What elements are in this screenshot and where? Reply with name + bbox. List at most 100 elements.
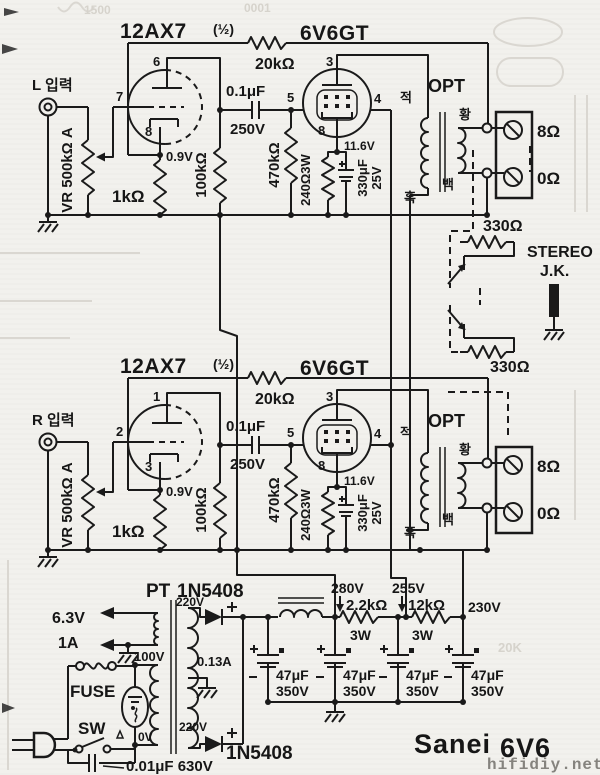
schematic-title-part2: 6V6 (500, 733, 551, 763)
input-label-right: R 입력 (32, 411, 75, 429)
resistor-2k2: 2.2kΩ (346, 597, 387, 614)
pin5-right: 5 (287, 425, 294, 440)
tube-6v6-left (296, 68, 372, 138)
opt-label-right: OPT (428, 411, 465, 431)
tube-12ax7-left (127, 69, 203, 145)
opt-white-right: 백 (442, 512, 454, 527)
pin-cath-right: 3 (145, 459, 152, 474)
volume-label-left: VR 500kΩ A (59, 127, 76, 213)
resistor-12k-watt: 3W (412, 627, 434, 643)
line-cap-label: 0.01μF 630V (126, 758, 213, 775)
junction-dots-right (45, 442, 490, 553)
pin4-right: 4 (374, 426, 382, 441)
ghost-text-2: 0001 (244, 1, 271, 15)
input-jack-left (38, 97, 58, 117)
cathode-voltage1-right: 0.9V (166, 484, 193, 499)
secondary-current: 0.13A (197, 654, 232, 669)
psu-dots (72, 614, 466, 753)
cathode-cap-voltage-left: 25V (369, 166, 384, 189)
cap4-voltage: 350V (471, 683, 504, 699)
power-supply: PT 1N5408 6.3V 1A 220V 0.13A 100V 0V FUS… (12, 580, 504, 775)
heater-current: 1A (58, 635, 79, 652)
coupling-cap-left: 0.1μF (226, 83, 265, 100)
cap3-value: 47μF (406, 667, 439, 683)
cap3-voltage: 350V (406, 683, 439, 699)
opt-red-left: 적 (400, 90, 412, 105)
ac-plug (12, 731, 57, 759)
channel-right: 12AX7 (½) 6V6GT 20kΩ R 입력 VR 500kΩ A 1 2… (32, 355, 560, 568)
power-switch (74, 744, 112, 754)
input-label-left: L 입력 (32, 76, 73, 94)
opt-label-left: OPT (428, 76, 465, 96)
psu-wires (54, 607, 464, 772)
plate-resistor-right: 100kΩ (193, 487, 210, 532)
cathode-resistor1-left: 1kΩ (112, 187, 145, 206)
pt-label: PT (146, 581, 171, 602)
jack-dashed-links (448, 146, 531, 440)
tube-6v6-right (296, 403, 372, 473)
pin5-left: 5 (287, 90, 294, 105)
junction-0ohm-right (481, 502, 493, 514)
output-transformer-left (420, 112, 467, 192)
psu-grounds (117, 652, 346, 723)
junction-8ohm-right (481, 457, 493, 469)
filter-capacitors (249, 645, 479, 678)
filter-choke (278, 597, 324, 618)
heater-voltage: 6.3V (52, 610, 85, 627)
opt-red-right: 적 (400, 425, 412, 440)
pin8-right: 8 (318, 458, 325, 473)
coupling-cap-voltage-right: 250V (230, 456, 265, 473)
coupling-cap-right: 0.1μF (226, 418, 265, 435)
nfb-resistor-left: 20kΩ (255, 56, 295, 73)
pin3-left: 3 (326, 54, 333, 69)
fuse-symbol (75, 661, 117, 671)
cathode-voltage2-right: 11.6V (344, 474, 375, 488)
plate-resistor-left: 100kΩ (193, 152, 210, 197)
nfb-resistor-right: 20kΩ (255, 391, 295, 408)
stereo-jack-label2: J.K. (540, 263, 569, 280)
cathode-voltage2-left: 11.6V (344, 139, 375, 153)
diode2-label: 1N5408 (226, 743, 293, 764)
cap2-voltage: 350V (343, 683, 376, 699)
grid-resistor-right: 470kΩ (266, 477, 283, 522)
schematic-title-part1: Sanei (414, 729, 491, 759)
ghost-text-1: 1500 (84, 3, 111, 17)
dropper-resistors (336, 596, 451, 624)
cap4-value: 47μF (471, 667, 504, 683)
cap2-value: 47μF (343, 667, 376, 683)
primary-bottom-voltage: 0V (138, 730, 153, 744)
pilot-lamp (115, 686, 149, 739)
cathode-cap-voltage-right: 25V (369, 501, 384, 524)
rectifier-diode-bottom (205, 728, 237, 752)
ground-input-left (37, 221, 59, 233)
tube1-label-right: 12AX7 (120, 355, 187, 378)
cathode-cap-left: 330μF (355, 159, 370, 197)
stereo-jack-network: 330Ω 330Ω STEREO J.K. (447, 146, 593, 440)
pin-grid-left: 7 (116, 89, 123, 104)
secondary-bottom-voltage: 220V (179, 720, 207, 734)
channel-left: 12AX7 (½) 6V6GT 20kΩ L 입력 VR 500kΩ A 6 7… (32, 20, 560, 233)
voltage-280: 280V (331, 580, 364, 596)
coupling-cap-voltage-left: 250V (230, 121, 265, 138)
resistor-2k2-watt: 3W (350, 627, 372, 643)
opt-yellow-left: 황 (459, 107, 471, 122)
cathode-resistor2-right: 240Ω3W (298, 488, 313, 540)
pin4-left: 4 (374, 91, 382, 106)
speaker-terminals-left (494, 110, 534, 200)
power-transformer (149, 600, 199, 754)
voltage-255: 255V (392, 580, 425, 596)
voltage-230: 230V (468, 599, 501, 615)
pin-cath-left: 8 (145, 124, 152, 139)
stereo-jack-label1: STEREO (527, 244, 593, 261)
resistor-12k: 12kΩ (408, 597, 445, 614)
grid-resistor-left: 470kΩ (266, 142, 283, 187)
heater-arrows (100, 607, 114, 651)
secondary-top-voltage: 220V (176, 595, 204, 609)
pin-grid-right: 2 (116, 424, 123, 439)
cathode-voltage1-left: 0.9V (166, 149, 193, 164)
output-transformer-right (420, 447, 467, 527)
junction-dots-left (45, 107, 490, 218)
cap1-value: 47μF (276, 667, 309, 683)
